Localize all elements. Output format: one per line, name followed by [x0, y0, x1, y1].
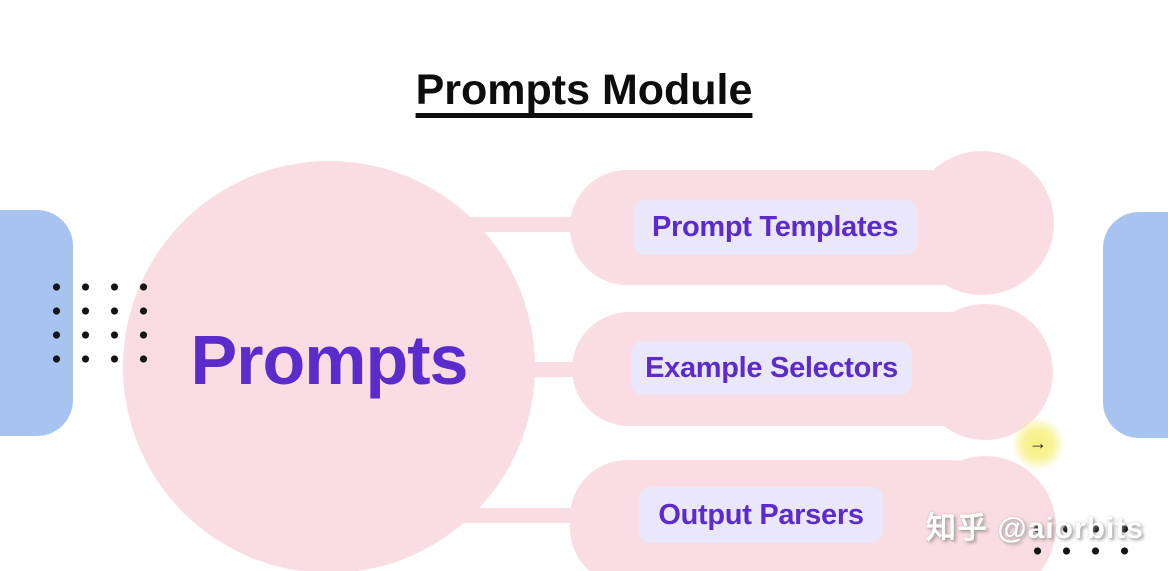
branch-label-text: Output Parsers — [658, 498, 864, 531]
connector-output-parsers — [458, 508, 588, 523]
branch-label-text: Example Selectors — [645, 351, 898, 384]
branch-pill-bump-example-selectors — [917, 304, 1053, 440]
branch-label-output-parsers: Output Parsers — [639, 487, 883, 543]
center-node: Prompts — [123, 161, 535, 571]
center-node-label: Prompts — [190, 321, 469, 399]
right-accent-bar — [1103, 212, 1168, 438]
cursor-highlight: → — [1012, 418, 1064, 470]
cursor-arrow-icon: → — [1029, 432, 1047, 453]
branch-pill-bump-prompt-templates — [910, 151, 1054, 295]
branch-label-example-selectors: Example Selectors — [631, 341, 912, 395]
branch-label-prompt-templates: Prompt Templates — [633, 200, 917, 255]
page-title: Prompts Module — [415, 66, 753, 114]
watermark: 知乎 @aiorbits — [926, 512, 1144, 545]
branch-label-text: Prompt Templates — [651, 211, 899, 243]
dot-grid-bottom-right — [1023, 518, 1139, 562]
dot-grid-left — [42, 275, 158, 371]
connector-prompt-templates — [448, 217, 588, 232]
